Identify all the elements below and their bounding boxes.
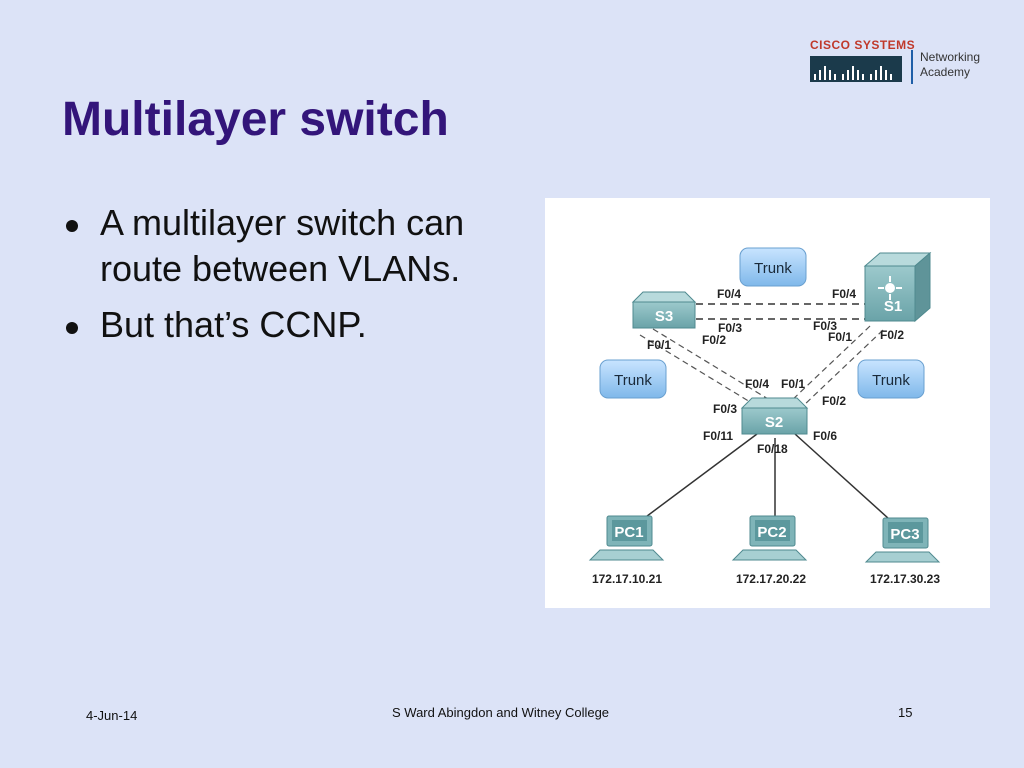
pc-links: [630, 433, 900, 529]
bullet-text: A multilayer switch can route between VL…: [100, 202, 465, 289]
port-label: F0/3: [713, 402, 737, 416]
pc1-label: PC1: [614, 524, 643, 541]
port-label: F0/6: [813, 429, 837, 443]
port-label: F0/4: [745, 377, 769, 391]
pc2-ip: 172.17.20.22: [736, 572, 806, 586]
pc3-label: PC3: [890, 526, 919, 543]
bullet-item: But that’s CCNP.: [62, 302, 542, 348]
bullet-dot-icon: [66, 220, 78, 232]
pc1-ip: 172.17.10.21: [592, 572, 662, 586]
cisco-bars-icon: [810, 56, 902, 82]
cisco-networking-academy-logo: Cisco Systems Networking Academy: [810, 38, 992, 88]
trunk-text: Trunk: [872, 372, 910, 389]
switch-s1-label: S1: [884, 298, 902, 315]
bullet-text: But that’s CCNP.: [100, 304, 367, 345]
trunk-text: Trunk: [614, 372, 652, 389]
logo-separator: [911, 50, 913, 84]
switch-s3-icon: S3: [631, 291, 697, 329]
academy-line-1: Networking: [920, 50, 981, 64]
port-label: F0/4: [832, 287, 856, 301]
pc3-ip: 172.17.30.23: [870, 572, 940, 586]
pc3-icon: PC3 172.17.30.23: [864, 517, 940, 586]
port-labels: F0/4 F0/4 F0/3 F0/3 F0/1 F0/2 F0/1 F0/2 …: [647, 287, 904, 456]
academy-text: Networking Academy: [920, 50, 980, 80]
trunk-label-left: Trunk: [599, 359, 667, 399]
port-label: F0/2: [702, 333, 726, 347]
trunk-text: Trunk: [754, 260, 792, 277]
switch-s2-icon: S2: [740, 397, 809, 435]
footer-author: S Ward Abingdon and Witney College: [392, 705, 610, 720]
trunk-label-top: Trunk: [739, 247, 807, 287]
bullet-item: A multilayer switch can route between VL…: [62, 200, 542, 292]
footer-date: 4-Jun-14: [86, 708, 138, 723]
network-diagram: Trunk Trunk Trunk S3 S1: [545, 198, 990, 608]
academy-line-2: Academy: [920, 65, 971, 79]
switch-s3-label: S3: [655, 308, 673, 325]
port-label: F0/11: [703, 429, 733, 443]
trunk-label-right: Trunk: [857, 359, 925, 399]
network-diagram-svg: Trunk Trunk Trunk S3 S1: [588, 247, 940, 586]
port-label: F0/3: [718, 321, 742, 335]
pc2-icon: PC2 172.17.20.22: [731, 515, 808, 586]
pc1-icon: PC1 172.17.10.21: [588, 515, 665, 586]
port-label: F0/2: [880, 328, 904, 342]
bullet-dot-icon: [66, 322, 78, 334]
slide-title: Multilayer switch: [62, 93, 449, 146]
pc2-label: PC2: [757, 524, 786, 541]
footer-page-number: 15: [898, 705, 913, 720]
cisco-brand-text: Cisco Systems: [810, 38, 916, 52]
bullet-list: A multilayer switch can route between VL…: [62, 200, 542, 358]
multilayer-switch-s1-icon: S1: [863, 251, 932, 323]
port-label: F0/1: [647, 338, 671, 352]
port-label: F0/4: [717, 287, 741, 301]
port-label: F0/3: [813, 319, 837, 333]
switch-s2-label: S2: [765, 414, 783, 431]
port-label: F0/1: [781, 377, 805, 391]
port-label: F0/1: [828, 330, 852, 344]
port-label: F0/2: [822, 394, 846, 408]
trunk-links: [639, 303, 884, 409]
port-label: F0/18: [757, 442, 788, 456]
